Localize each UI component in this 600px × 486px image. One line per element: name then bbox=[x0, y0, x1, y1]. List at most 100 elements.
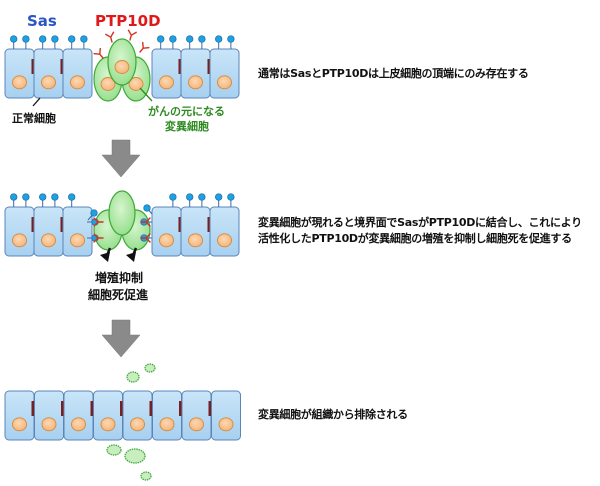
nucleus bbox=[128, 77, 144, 91]
normal-cell bbox=[62, 206, 93, 257]
description-panel-3: 変異細胞が組織から排除される bbox=[258, 408, 408, 421]
normal-cell-label: 正常細胞 bbox=[12, 111, 56, 125]
normal-cell bbox=[93, 390, 125, 441]
normal-cell bbox=[209, 193, 240, 257]
mutant-cell-fragment bbox=[124, 448, 146, 464]
nucleus bbox=[12, 75, 27, 90]
mutant-cell-fragment bbox=[140, 471, 152, 481]
normal-cell bbox=[4, 193, 37, 257]
sas-label: Sas bbox=[27, 12, 57, 30]
panel-2: 増殖抑制 細胞死促進 bbox=[4, 190, 240, 302]
nucleus bbox=[41, 233, 56, 248]
normal-cells-right bbox=[151, 35, 240, 99]
nucleus bbox=[70, 75, 85, 90]
nucleus bbox=[41, 75, 56, 90]
normal-cell bbox=[33, 35, 66, 99]
down-arrow-1 bbox=[101, 139, 141, 178]
extruded-mutant-cell-debris bbox=[106, 363, 156, 481]
normal-cell bbox=[151, 206, 184, 257]
ptp10d-receptor bbox=[140, 217, 151, 227]
normal-cells-row bbox=[4, 390, 241, 441]
sas-protein bbox=[215, 35, 223, 49]
cell-body bbox=[181, 390, 212, 441]
cell-body bbox=[62, 206, 93, 257]
cell-body bbox=[4, 390, 35, 441]
nucleus bbox=[188, 75, 203, 90]
normal-cell bbox=[151, 35, 184, 99]
sas-protein bbox=[143, 204, 153, 215]
ptp10d-receptor bbox=[140, 233, 151, 243]
ptp10d-receptor bbox=[139, 41, 150, 53]
nucleus bbox=[217, 233, 232, 248]
cell-body bbox=[63, 390, 94, 441]
nucleus bbox=[70, 233, 85, 248]
mutant-cell-cluster bbox=[93, 29, 151, 102]
cell-body bbox=[180, 206, 211, 257]
sas-protein bbox=[215, 193, 223, 207]
nucleus bbox=[217, 75, 232, 90]
ptp10d-receptor bbox=[93, 47, 104, 59]
sas-protein bbox=[39, 193, 47, 207]
sas-protein bbox=[68, 35, 76, 49]
normal-cell bbox=[34, 390, 66, 441]
nucleus bbox=[114, 60, 130, 74]
ptp10d-receptor bbox=[127, 29, 137, 41]
normal-cell bbox=[63, 390, 96, 441]
effect-label-line2: 細胞死促進 bbox=[88, 287, 149, 302]
effect-label-line1: 増殖抑制 bbox=[95, 270, 143, 285]
ptp10d-receptor bbox=[105, 31, 115, 43]
normal-cell bbox=[181, 390, 214, 441]
normal-cell bbox=[211, 390, 241, 441]
mutant-cell bbox=[108, 190, 136, 236]
mutant-cell-fragment bbox=[126, 371, 140, 383]
mutant-cell bbox=[107, 38, 137, 86]
cell-body bbox=[151, 48, 182, 99]
sas-protein bbox=[227, 35, 235, 49]
nucleus bbox=[188, 233, 203, 248]
nucleus bbox=[100, 417, 116, 432]
sas-protein bbox=[39, 35, 47, 49]
sas-protein bbox=[157, 35, 165, 49]
normal-cell bbox=[152, 390, 184, 441]
sas-protein bbox=[68, 193, 76, 207]
nucleus bbox=[100, 77, 116, 91]
diagram-figure: Sas PTP10D 正常細胞 がんの元になる 変異細胞 増殖抑制 細胞死促進 bbox=[4, 12, 241, 481]
description-panel-1: 通常はSasとPTP10Dは上皮細胞の頂端にのみ存在する bbox=[258, 67, 529, 80]
normal-cell bbox=[209, 35, 240, 99]
cell-body bbox=[180, 48, 211, 99]
inhibition-arrows bbox=[100, 247, 138, 262]
mutant-cell-label-line2: 変異細胞 bbox=[165, 119, 209, 133]
sas-protein bbox=[227, 193, 235, 207]
sas-protein bbox=[10, 35, 18, 49]
mutant-cell-label-line1: がんの元になる bbox=[148, 104, 225, 118]
cell-body bbox=[4, 206, 35, 257]
sas-protein bbox=[87, 209, 98, 221]
cell-body bbox=[209, 48, 240, 99]
sas-protein bbox=[198, 35, 206, 49]
nucleus bbox=[218, 417, 234, 432]
cell-body bbox=[151, 206, 182, 257]
cell-body bbox=[4, 48, 35, 99]
cell-body bbox=[62, 48, 93, 99]
normal-cells-left bbox=[4, 35, 93, 99]
nucleus bbox=[189, 417, 204, 432]
nucleus bbox=[41, 417, 57, 432]
normal-cell bbox=[122, 390, 155, 441]
nucleus bbox=[159, 75, 174, 90]
sas-protein bbox=[169, 35, 177, 49]
ptp10d-label: PTP10D bbox=[95, 12, 161, 30]
cell-body bbox=[34, 390, 64, 441]
nucleus bbox=[159, 233, 174, 248]
normal-cells-left bbox=[4, 193, 98, 257]
sas-protein bbox=[80, 35, 88, 49]
normal-cells-right bbox=[143, 193, 240, 257]
sas-protein bbox=[169, 193, 177, 207]
normal-cell bbox=[62, 35, 93, 99]
panel-1: Sas PTP10D 正常細胞 がんの元になる 変異細胞 bbox=[4, 12, 240, 133]
nucleus bbox=[159, 417, 175, 432]
description-panel-2-line2: 活性化したPTP10Dが変異細胞の増殖を抑制し細胞死を促進する bbox=[258, 232, 572, 245]
sas-protein bbox=[198, 193, 206, 207]
normal-cell bbox=[180, 35, 213, 99]
sas-protein bbox=[10, 193, 18, 207]
normal-cell bbox=[180, 193, 213, 257]
